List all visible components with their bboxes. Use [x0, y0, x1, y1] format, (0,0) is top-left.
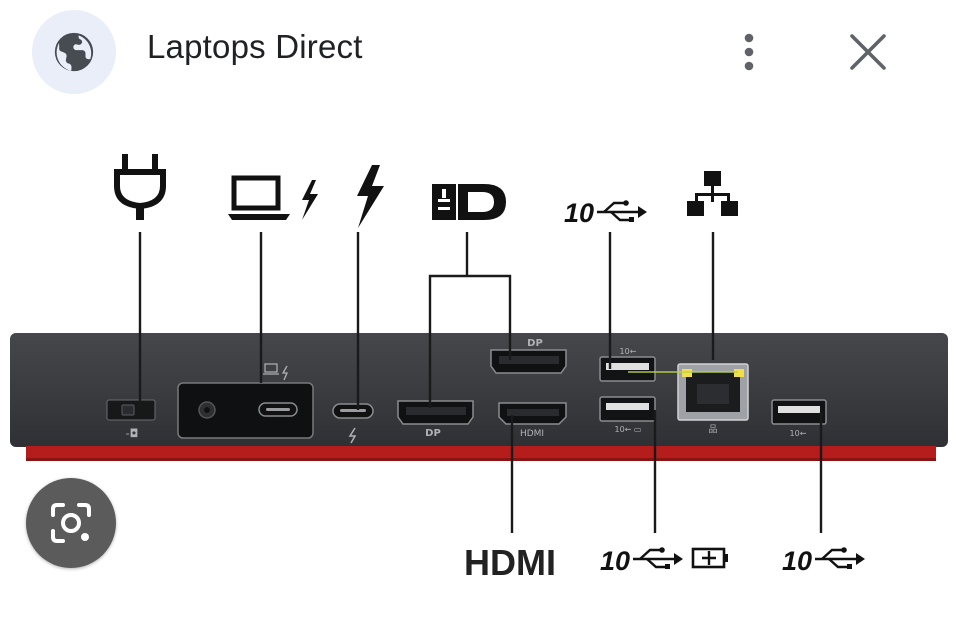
displayport-lower: DP [397, 400, 474, 439]
laptop-charge-icon [228, 175, 318, 220]
dock-red-stripe [26, 446, 936, 460]
thunderbolt-port [332, 403, 374, 444]
svg-text:HDMI: HDMI [520, 429, 544, 439]
more-options-button[interactable] [732, 30, 766, 74]
close-button[interactable] [846, 30, 890, 74]
usb-icon [633, 547, 683, 569]
product-image: -◘ DP DP HDMI 1 [0, 104, 960, 622]
usb-icon [815, 547, 865, 569]
image-search-button[interactable] [26, 478, 116, 568]
svg-text:-◘: -◘ [126, 427, 139, 440]
usb-a-port-charging: 10⇜ ▭ [599, 396, 656, 434]
top-bar: Laptops Direct [0, 0, 960, 104]
site-title: Laptops Direct [147, 28, 363, 65]
network-icon [687, 171, 738, 216]
image-search-icon [51, 503, 91, 543]
svg-text:10⇜: 10⇜ [790, 429, 807, 438]
svg-text:10⇜ ▭: 10⇜ ▭ [615, 425, 642, 434]
usb-a-port-right: 10⇜ [771, 399, 827, 438]
svg-text:品: 品 [708, 424, 717, 435]
power-plug-icon [114, 154, 166, 220]
site-icon-button[interactable] [32, 10, 116, 94]
usb-10gbps-top-icon: 10 [564, 198, 647, 228]
hdmi-label: HDMI [464, 542, 556, 583]
laptop-usbc-panel [177, 363, 314, 439]
svg-text:DP: DP [425, 428, 441, 439]
close-icon [850, 34, 886, 70]
svg-text:DP: DP [527, 338, 543, 349]
hdmi-port: HDMI [498, 402, 567, 439]
usb-right-label: 10 [782, 546, 865, 576]
globe-icon [54, 32, 94, 72]
more-vert-icon [744, 33, 754, 71]
usb-charging-label: 10 [600, 546, 728, 576]
svg-text:10⇜: 10⇜ [620, 347, 637, 356]
ethernet-port: 品 [677, 363, 749, 435]
usb-a-port-top: 10⇜ [599, 347, 656, 382]
thunderbolt-icon [357, 165, 384, 228]
displayport-icon [432, 184, 506, 220]
dock-ports-diagram: -◘ DP DP HDMI 1 [10, 154, 948, 583]
callout-lines [138, 232, 823, 533]
usb-speed-label-top: 10 [564, 198, 594, 228]
dock-body [10, 333, 948, 447]
battery-charge-icon [691, 547, 728, 569]
power-port: -◘ [106, 399, 156, 440]
usb-speed-label-right: 10 [782, 546, 812, 576]
usb-speed-label-charging: 10 [600, 546, 630, 576]
